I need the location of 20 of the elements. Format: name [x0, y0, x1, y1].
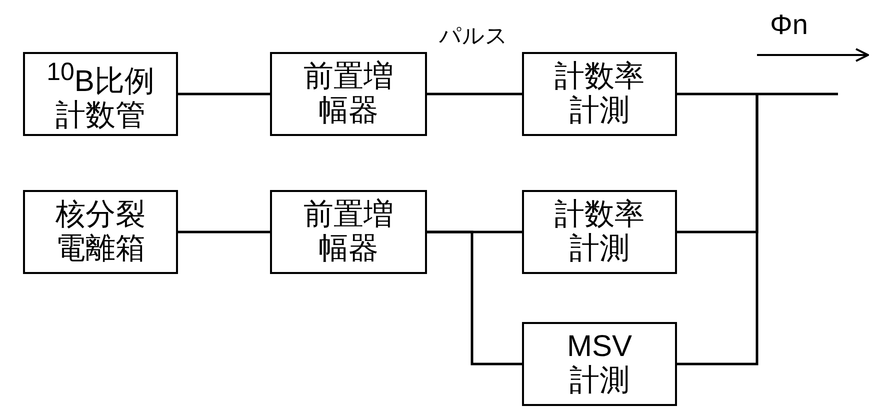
process-box: [270, 190, 427, 274]
process-box: [522, 322, 677, 406]
box-label: 前置増幅器: [302, 60, 394, 128]
process-box: [23, 52, 178, 136]
process-box: [23, 190, 178, 274]
connector-line: [677, 92, 838, 96]
box-label: 前置増幅器: [302, 198, 394, 266]
box-label: 核分裂電離箱: [54, 198, 146, 266]
connector-line: [427, 92, 522, 96]
box-label: 計数率計測: [554, 198, 646, 266]
connector-line: [427, 230, 522, 366]
box-label: $^{10}$B比例計数管: [46, 57, 156, 133]
process-box: [522, 190, 677, 274]
connector-line: [677, 94, 758, 366]
connector-line: [178, 92, 270, 96]
box-label: MSV計測: [566, 330, 633, 398]
box-label: 計数率計測: [554, 60, 646, 128]
connector-line: [178, 230, 270, 234]
process-box: [522, 52, 677, 136]
process-box: [270, 52, 427, 136]
